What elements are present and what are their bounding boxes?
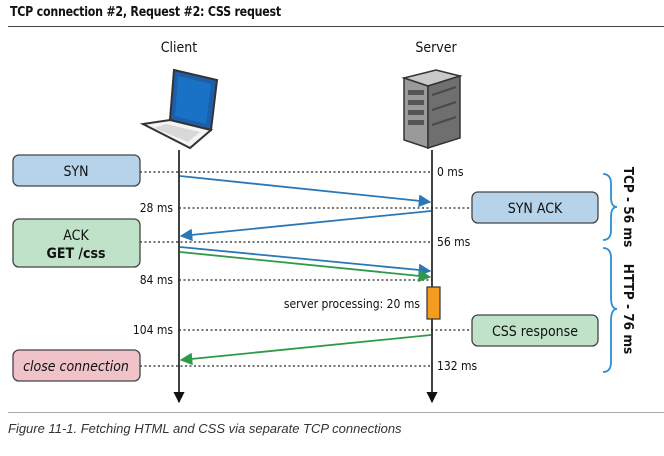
time-56ms: 56 ms (437, 235, 471, 249)
time-guides (140, 171, 472, 367)
time-28ms: 28 ms (140, 201, 174, 215)
ack-get-box: ACK GET /css (12, 218, 141, 268)
syn-arrow (179, 175, 432, 208)
tcp-duration-text: TCP - 56 ms (620, 167, 636, 248)
http-duration-label: HTTP - 76 ms (620, 264, 636, 354)
syn-box: SYN (12, 154, 141, 187)
caption-divider (8, 412, 664, 413)
get-css-label: GET /css (47, 246, 106, 262)
time-132ms: 132 ms (437, 359, 478, 373)
server-label: Server (415, 40, 457, 56)
synack-arrow (179, 210, 432, 242)
title-divider (8, 26, 664, 27)
time-104ms: 104 ms (133, 323, 174, 337)
sequence-diagram: Client Server server processin (12, 40, 636, 404)
close-connection-label: close connection (23, 359, 129, 375)
figure-caption: Figure 11-1. Fetching HTML and CSS via s… (8, 421, 402, 436)
time-0ms: 0 ms (437, 165, 464, 179)
server-icon (401, 69, 463, 150)
http-duration-text: HTTP - 76 ms (620, 264, 636, 354)
css-response-arrow (179, 334, 432, 366)
time-84ms: 84 ms (140, 273, 174, 287)
syn-label: SYN (63, 164, 88, 180)
css-response-label: CSS response (492, 324, 578, 340)
close-connection-box: close connection (12, 349, 141, 382)
processing-bar (426, 286, 441, 320)
laptop-icon (139, 68, 219, 150)
tcp-bracket (602, 173, 618, 241)
get-css-arrow (179, 251, 432, 283)
client-label: Client (161, 40, 198, 56)
ack-label: ACK (63, 228, 89, 244)
tcp-duration-label: TCP - 56 ms (620, 167, 636, 248)
css-response-box: CSS response (471, 314, 599, 347)
http-bracket (602, 247, 618, 373)
ack-arrow (179, 246, 432, 277)
page-title: TCP connection #2, Request #2: CSS reque… (10, 4, 281, 20)
synack-box: SYN ACK (471, 191, 599, 224)
processing-label: server processing: 20 ms (284, 297, 421, 311)
synack-label: SYN ACK (508, 201, 563, 217)
